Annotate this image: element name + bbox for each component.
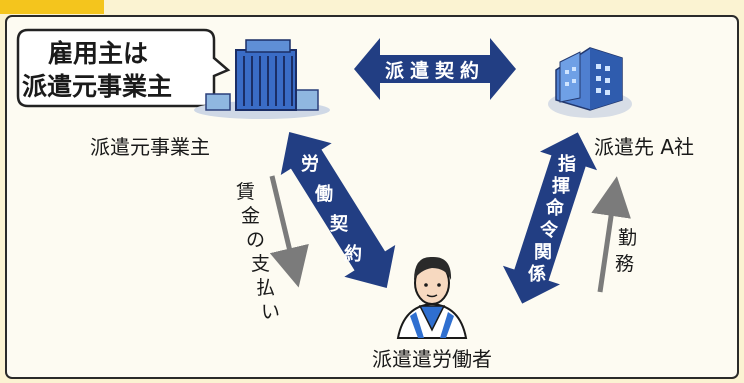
labor-contract-char-2: 働 <box>314 183 333 205</box>
callout-line1: 雇用主は <box>48 39 148 68</box>
command-relation-char-1: 指 <box>558 153 576 175</box>
dispatch-contract-arrow: 派遣契約 <box>354 38 516 100</box>
corner-tab <box>0 0 104 14</box>
dispatched-worker-label: 派遣遣労働者 <box>372 347 492 371</box>
wage-payment-flow: 賃 金 の 支 払 い <box>236 175 309 323</box>
command-relation-char-6: 係 <box>528 263 546 285</box>
wage-char-2: 金 <box>241 205 260 227</box>
client-building-icon <box>548 47 632 118</box>
dispatching-employer-label: 派遣元事業主 <box>90 135 210 159</box>
wage-char-4: 支 <box>251 253 270 275</box>
wage-char-3: の <box>246 229 265 251</box>
employer-building-icon <box>194 39 330 119</box>
command-relation-char-3: 命 <box>546 197 565 219</box>
work-char-2: 務 <box>615 253 634 275</box>
wage-char-1: 賃 <box>236 181 255 203</box>
work-flow: 勤 務 <box>591 176 637 293</box>
wage-char-5: 払 <box>256 277 275 299</box>
callout-bubble: 雇用主は 派遣元事業主 <box>16 28 231 108</box>
labor-contract-char-4: 約 <box>344 243 362 265</box>
callout-line2: 派遣元事業主 <box>22 72 172 101</box>
dispatch-contract-label: 派遣契約 <box>385 59 485 82</box>
wage-char-6: い <box>261 301 280 323</box>
command-relation-char-4: 令 <box>539 219 559 241</box>
command-relation-char-5: 関 <box>534 242 552 263</box>
worker-person-icon <box>396 256 468 339</box>
labor-contract-arrow: 労 働 契 約 <box>280 131 396 289</box>
client-company-label: 派遣先 A社 <box>594 135 694 159</box>
work-char-1: 勤 <box>618 227 637 249</box>
labor-contract-char-3: 契 <box>329 213 349 235</box>
command-relation-char-2: 揮 <box>552 175 570 197</box>
command-relation-arrow: 指 揮 命 令 関 係 <box>502 132 598 304</box>
labor-contract-char-1: 労 <box>301 153 319 175</box>
